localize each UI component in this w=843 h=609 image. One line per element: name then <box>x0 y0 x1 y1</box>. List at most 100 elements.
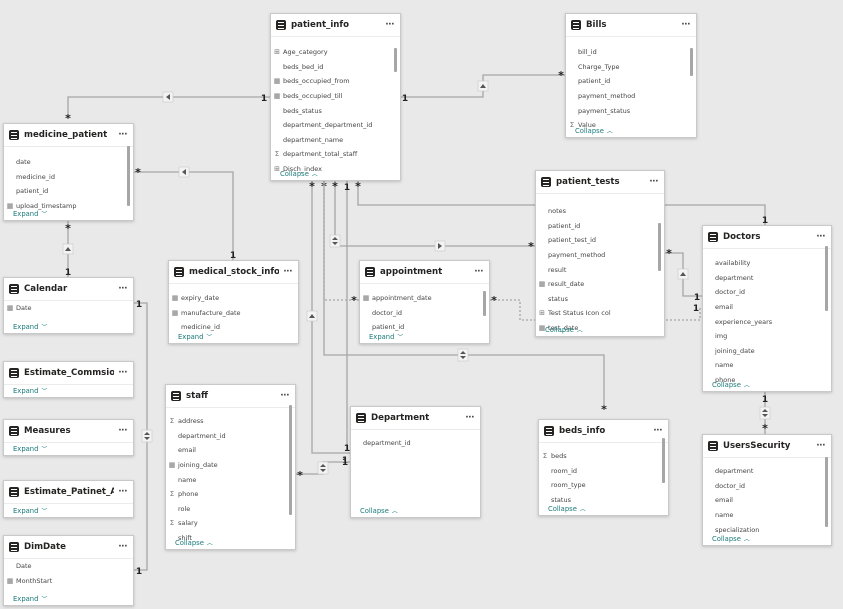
field-row[interactable]: email <box>703 493 831 508</box>
table-header[interactable]: Department··· <box>351 407 480 430</box>
more-options-icon[interactable]: ··· <box>118 368 127 378</box>
field-row[interactable]: department <box>703 464 831 479</box>
field-row[interactable]: notes <box>536 204 664 219</box>
scrollbar[interactable] <box>825 246 828 311</box>
scrollbar[interactable] <box>690 48 693 76</box>
table-header[interactable]: medical_stock_info··· <box>169 261 298 284</box>
collapse-button[interactable]: Collapse ︿ <box>545 325 583 334</box>
table-header[interactable]: Calendar··· <box>4 278 133 301</box>
more-options-icon[interactable]: ··· <box>465 413 474 423</box>
collapse-button[interactable]: Collapse ︿ <box>548 504 586 513</box>
field-row[interactable]: beds_status <box>271 103 400 118</box>
field-row[interactable]: medicine_id <box>4 170 133 185</box>
field-row[interactable]: ▦test_date <box>536 321 664 336</box>
field-row[interactable]: payment_method <box>566 89 696 104</box>
field-row[interactable]: ⊞Age_category <box>271 45 400 60</box>
field-row[interactable]: Date <box>4 559 133 574</box>
more-options-icon[interactable]: ··· <box>118 426 127 436</box>
relationship-line[interactable] <box>334 181 535 247</box>
field-row[interactable]: room_type <box>539 478 668 493</box>
field-row[interactable]: shift <box>166 531 295 546</box>
expand-button[interactable]: Expand ﹀ <box>13 209 47 218</box>
table-card-estimate-commsion-rate[interactable]: Estimate_Commsion_Rate···Expand ﹀ <box>3 361 134 398</box>
field-row[interactable]: bill_id <box>566 45 696 60</box>
field-row[interactable]: email <box>703 300 831 315</box>
field-row[interactable]: department_id <box>166 429 295 444</box>
field-row[interactable]: name <box>703 508 831 523</box>
field-row[interactable]: role <box>166 502 295 517</box>
field-row[interactable]: status <box>539 493 668 508</box>
expand-button[interactable]: Expand ﹀ <box>13 386 47 395</box>
field-row[interactable]: name <box>166 472 295 487</box>
field-row[interactable]: Charge_Type <box>566 60 696 75</box>
table-header[interactable]: patient_info··· <box>271 14 400 37</box>
collapse-button[interactable]: Collapse ︿ <box>712 534 750 543</box>
more-options-icon[interactable]: ··· <box>283 267 292 277</box>
table-header[interactable]: Estimate_Commsion_Rate··· <box>4 362 133 385</box>
table-header[interactable]: patient_tests··· <box>536 171 664 194</box>
field-row[interactable]: ▦joining_date <box>166 458 295 473</box>
field-row[interactable]: date <box>4 155 133 170</box>
field-row[interactable]: department <box>703 271 831 286</box>
field-row[interactable]: doctor_id <box>703 479 831 494</box>
relationship-line[interactable] <box>134 171 234 260</box>
expand-button[interactable]: Expand ﹀ <box>13 322 47 331</box>
more-options-icon[interactable]: ··· <box>474 267 483 277</box>
table-header[interactable]: Measures··· <box>4 420 133 443</box>
field-row[interactable]: phone <box>703 373 831 388</box>
expand-button[interactable]: Expand ﹀ <box>13 506 47 515</box>
field-row[interactable]: ⊞Disch_index <box>271 162 400 177</box>
field-row[interactable]: ▦beds_occupied_till <box>271 89 400 104</box>
field-row[interactable]: patient_test_id <box>536 233 664 248</box>
field-row[interactable]: room_id <box>539 464 668 479</box>
table-card-medical-stock-info[interactable]: medical_stock_info···▦expiry_date▦manufa… <box>168 260 299 344</box>
collapse-button[interactable]: Collapse ︿ <box>360 506 398 515</box>
table-header[interactable]: medicine_patient··· <box>4 124 133 147</box>
more-options-icon[interactable]: ··· <box>118 487 127 497</box>
field-row[interactable]: doctor_id <box>360 306 489 321</box>
field-row[interactable]: payment_status <box>566 103 696 118</box>
field-row[interactable]: ▦upload_timestamp <box>4 199 133 214</box>
more-options-icon[interactable]: ··· <box>816 232 825 242</box>
table-header[interactable]: staff··· <box>166 385 295 408</box>
field-row[interactable]: ▦Date <box>4 301 133 316</box>
field-row[interactable]: department_id <box>351 436 480 451</box>
field-row[interactable]: patient_id <box>4 184 133 199</box>
more-options-icon[interactable]: ··· <box>653 426 662 436</box>
collapse-button[interactable]: Collapse ︿ <box>280 169 318 178</box>
table-header[interactable]: DimDate··· <box>4 536 133 559</box>
field-row[interactable]: ▦beds_occupied_from <box>271 74 400 89</box>
field-row[interactable]: ⊞Test Status Icon col <box>536 306 664 321</box>
scrollbar[interactable] <box>825 457 828 527</box>
field-row[interactable]: patient_id <box>566 74 696 89</box>
field-row[interactable]: patient_id <box>536 219 664 234</box>
scrollbar[interactable] <box>483 291 486 316</box>
table-card-estimate-patinet-amount[interactable]: Estimate_Patinet_Amount···Expand ﹀ <box>3 480 134 518</box>
expand-button[interactable]: Expand ﹀ <box>369 332 403 341</box>
scrollbar[interactable] <box>394 48 397 72</box>
relationship-line[interactable] <box>490 299 701 321</box>
field-row[interactable]: status <box>536 292 664 307</box>
field-row[interactable]: experience_years <box>703 314 831 329</box>
more-options-icon[interactable]: ··· <box>816 441 825 451</box>
more-options-icon[interactable]: ··· <box>118 130 127 140</box>
more-options-icon[interactable]: ··· <box>118 284 127 294</box>
field-row[interactable]: ▦MonthStart <box>4 574 133 589</box>
field-row[interactable]: doctor_id <box>703 285 831 300</box>
field-row[interactable]: patient_id <box>360 320 489 335</box>
field-row[interactable]: payment_method <box>536 248 664 263</box>
scrollbar[interactable] <box>658 223 661 271</box>
collapse-button[interactable]: Collapse ︿ <box>712 380 750 389</box>
